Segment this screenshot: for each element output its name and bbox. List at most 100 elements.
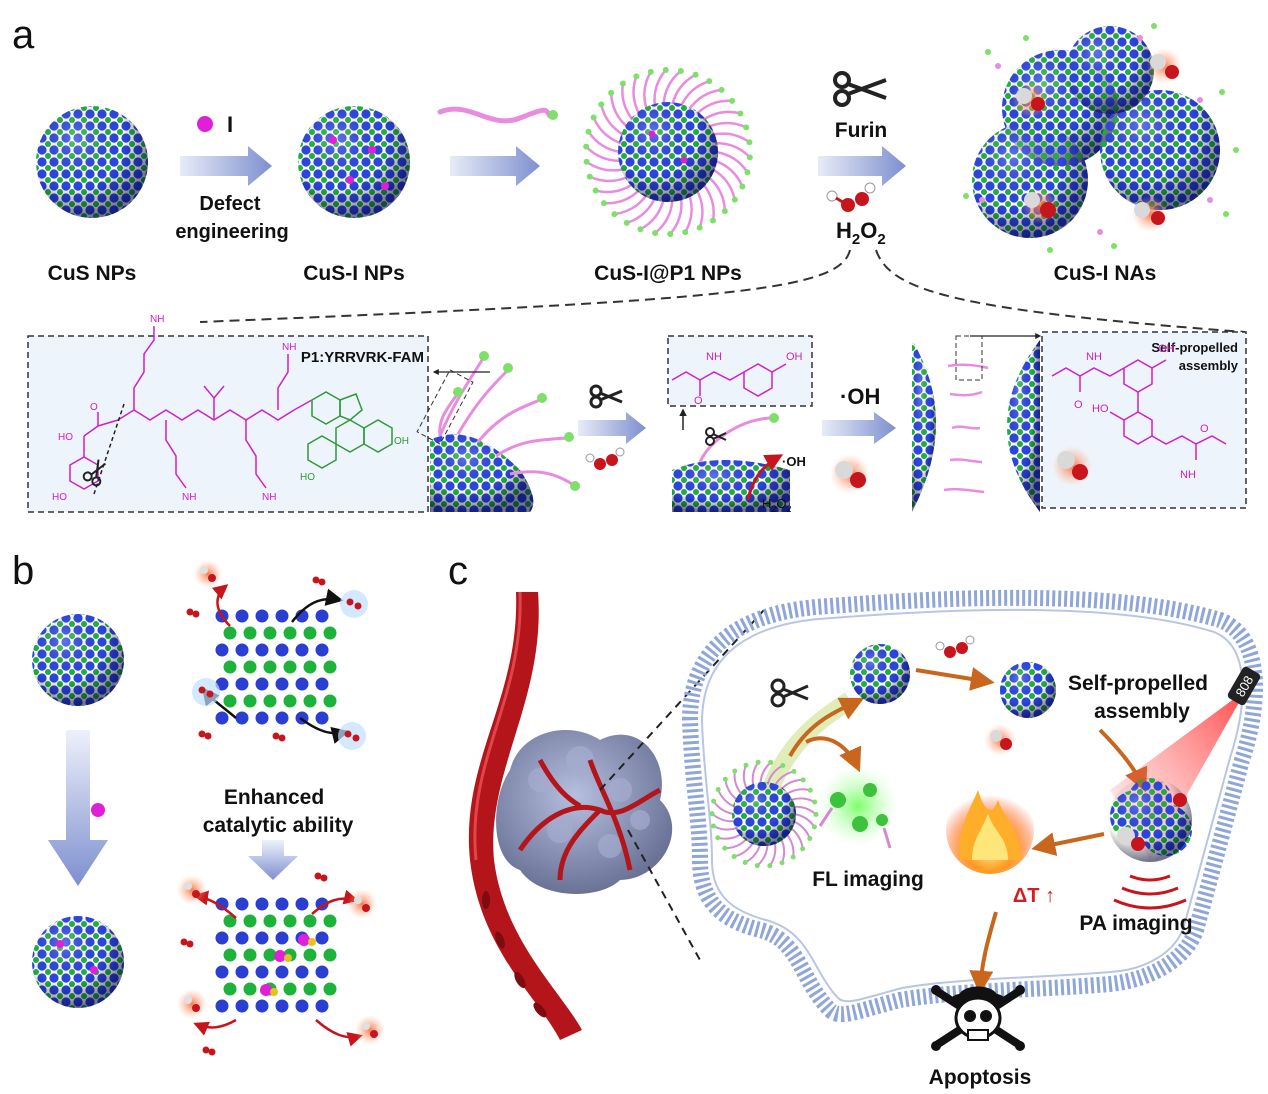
h2o2-molecule-icon [935, 635, 975, 658]
cus-i-nanoparticle [298, 106, 410, 218]
peptide-strand-icon [437, 106, 553, 124]
h2o2-molecule-icon [585, 447, 625, 470]
skull-apoptosis-icon [931, 985, 1025, 1051]
cleaved-tyrosine-structure [671, 363, 787, 397]
flow-arrow-1 [915, 667, 995, 691]
svg-text:HO: HO [300, 472, 315, 483]
catalysis-arrows-top [201, 584, 350, 744]
cus-lattice [215, 609, 337, 725]
peptide-chemical-structure [69, 326, 313, 490]
np-inside-cell [850, 644, 910, 704]
catalyst-molecules-top [186, 560, 368, 750]
panel-label-c: c [448, 549, 468, 593]
oh-radical-icon [1052, 446, 1092, 486]
cleavage-orange-arrow-left [788, 697, 865, 757]
zoom-nanoparticle-surface [416, 351, 580, 512]
dityrosine-structure [1051, 359, 1227, 460]
surface-oh-generation [672, 413, 790, 512]
svg-text:NH: NH [282, 342, 296, 353]
scissors-icon [589, 384, 623, 409]
enhanced-line1: Enhanced [224, 786, 324, 809]
dityrosine-chem-labels: NH O OH HO O NH [1074, 343, 1209, 481]
h2o2-label: H2O2 [836, 218, 886, 248]
bridged-particles [912, 335, 1040, 512]
p1-np-inside-cell [709, 759, 819, 869]
assembly-inside-cell [1108, 778, 1192, 862]
svg-text:NH: NH [150, 314, 164, 325]
zoom-line-bottom [627, 829, 701, 961]
enhanced-line2: catalytic ability [203, 814, 354, 837]
oh-radical-icon [1022, 188, 1058, 224]
oh-radical-label: ·OH [840, 384, 880, 409]
fam-fluorescence-icon [818, 766, 898, 849]
svg-text:OH: OH [1158, 343, 1175, 355]
stage-label-cus-i-nas: CuS-I NAs [1054, 262, 1157, 285]
pa-signal-icon [1113, 874, 1187, 910]
zoom-leader-right [875, 249, 1246, 333]
cus-i-nanoparticle-b-bottom [32, 916, 124, 1008]
cus-nanoparticle [36, 106, 148, 218]
cus-i-lattice [215, 897, 337, 1013]
laser-808-badge: 808 [1227, 666, 1261, 706]
catalyst-molecules-bottom [177, 872, 385, 1056]
svg-text:OH: OH [394, 436, 409, 447]
peptide-structure-box [27, 335, 429, 513]
tyrosine-chem-labels: NH O OH [694, 351, 803, 407]
blood-vessel [468, 591, 582, 1040]
oh-radical-icon [1012, 82, 1048, 118]
cell-membrane-inner [700, 608, 1244, 1003]
oh-radical-icon [1132, 196, 1168, 232]
vertical-arrow-b [48, 730, 108, 886]
process-arrow-4 [578, 412, 646, 444]
defect-engineering-line2: engineering [175, 221, 288, 243]
delta-t-label: ΔT ↑ [1013, 885, 1055, 907]
svg-text:O: O [1200, 423, 1209, 435]
flow-arrow-3 [1031, 832, 1105, 856]
stage-label-cus-nps: CuS NPs [48, 262, 137, 285]
svg-text:O: O [90, 402, 98, 413]
furin-label: Furin [835, 119, 888, 142]
fam-dye-structure [307, 391, 393, 469]
tumor-mass [496, 730, 673, 894]
svg-text:HO: HO [1092, 403, 1109, 415]
selfprop-box-line2: assembly [1179, 358, 1239, 373]
panel-label-a: a [12, 13, 35, 57]
defect-engineering-line1: Defect [199, 193, 260, 215]
fam-chem-labels: OH HO [300, 436, 409, 483]
zoom-line-top [599, 609, 765, 791]
h2o2-small-label: H2O2 [762, 496, 792, 514]
stage-label-cus-i-p1-nps: CuS-I@P1 NPs [594, 262, 742, 285]
oh-radical-icon [984, 724, 1016, 756]
peptide-chem-labels: HO HO O NH NH NH NH [52, 314, 296, 503]
process-arrow-3 [818, 146, 906, 186]
scissors-icon [833, 71, 887, 107]
stage-label-cus-i-nps: CuS-I NPs [303, 262, 405, 285]
cus-nanoparticle-b-top [32, 614, 124, 706]
np-inside-cell-2 [1000, 662, 1056, 718]
zoom-leader-left [199, 249, 851, 323]
fire-hyperthermia-icon [946, 786, 1034, 874]
oh-radical-icon [1146, 48, 1182, 84]
iodine-atom-icon [91, 803, 105, 817]
cleavage-dashed-line [93, 403, 125, 495]
cus-i-nanoassembly [963, 23, 1239, 253]
svg-text:NH: NH [1086, 351, 1102, 363]
svg-text:HO: HO [52, 492, 67, 503]
cleavage-orange-arrow-down [805, 736, 862, 773]
selfprop-c-line2: assembly [1094, 700, 1190, 723]
cleaved-tyrosine-box [667, 335, 813, 407]
svg-text:NH: NH [1180, 469, 1196, 481]
process-arrow-1 [180, 146, 272, 186]
cus-i-p1-nanoparticle [583, 67, 753, 237]
oh-radical-icon [830, 454, 870, 494]
svg-text:O: O [694, 395, 703, 407]
h2o2-molecule-icon [826, 182, 876, 212]
flow-arrow-4 [969, 911, 998, 995]
cell-membrane [681, 589, 1263, 1023]
scissors-icon [770, 678, 809, 708]
iodine-label: I [227, 112, 233, 137]
svg-text:HO: HO [58, 432, 73, 443]
panel-label-b: b [12, 549, 34, 593]
fam-dye-icon [548, 110, 558, 120]
